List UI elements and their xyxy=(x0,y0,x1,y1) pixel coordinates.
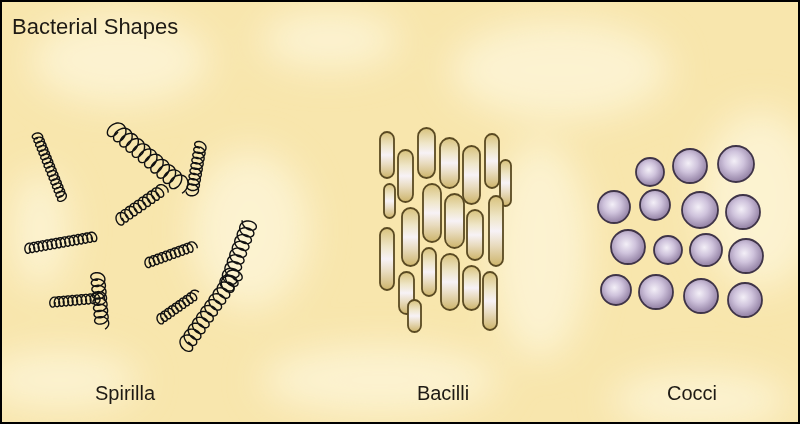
bacillus xyxy=(398,150,413,202)
coccus xyxy=(728,283,762,317)
spirillum xyxy=(25,232,97,253)
background-blob xyxy=(490,140,590,360)
coccus xyxy=(684,279,718,313)
coccus xyxy=(639,275,673,309)
coccus xyxy=(673,149,707,183)
coccus xyxy=(601,275,631,305)
bacillus xyxy=(418,128,435,178)
bacilli-drawing xyxy=(380,128,511,332)
coccus xyxy=(726,195,760,229)
spirilla-drawing xyxy=(25,123,256,351)
background-blob xyxy=(450,20,670,120)
title: Bacterial Shapes xyxy=(12,14,178,39)
bacillus xyxy=(485,134,499,188)
bacillus xyxy=(380,132,394,178)
background-blob xyxy=(190,150,310,310)
bacillus xyxy=(445,194,464,248)
group-label: Cocci xyxy=(667,382,717,405)
spirillum xyxy=(220,220,256,291)
background-blob xyxy=(610,370,790,424)
spirillum xyxy=(186,141,206,195)
background-blob xyxy=(260,10,400,70)
spirillum xyxy=(91,273,109,329)
cocci-drawing xyxy=(598,146,763,317)
bacillus xyxy=(483,272,497,330)
spirillum xyxy=(180,270,242,351)
spirillum xyxy=(32,133,66,201)
group-label: Spirilla xyxy=(95,382,155,405)
bacillus xyxy=(440,138,459,188)
background-blob xyxy=(260,345,500,415)
coccus xyxy=(654,236,682,264)
bacillus xyxy=(489,196,503,266)
bacillus xyxy=(463,146,480,204)
bacillus xyxy=(423,184,441,242)
bacillus xyxy=(441,254,459,310)
coccus xyxy=(598,191,630,223)
spirillum xyxy=(145,242,197,268)
coccus xyxy=(690,234,722,266)
bacillus xyxy=(402,208,419,266)
spirillum xyxy=(157,290,199,324)
coccus xyxy=(729,239,763,273)
mottled-background xyxy=(0,10,800,424)
spirillum xyxy=(116,185,168,225)
bacillus xyxy=(408,300,421,332)
coccus xyxy=(611,230,645,264)
bacillus xyxy=(422,248,436,296)
coccus xyxy=(636,158,664,186)
bacillus xyxy=(467,210,483,260)
group-label: Bacilli xyxy=(417,382,469,405)
coccus xyxy=(682,192,718,228)
bacillus xyxy=(380,228,394,290)
bacillus xyxy=(384,184,395,218)
spirillum xyxy=(107,123,188,193)
bacillus xyxy=(463,266,480,310)
coccus xyxy=(718,146,754,182)
coccus xyxy=(640,190,670,220)
